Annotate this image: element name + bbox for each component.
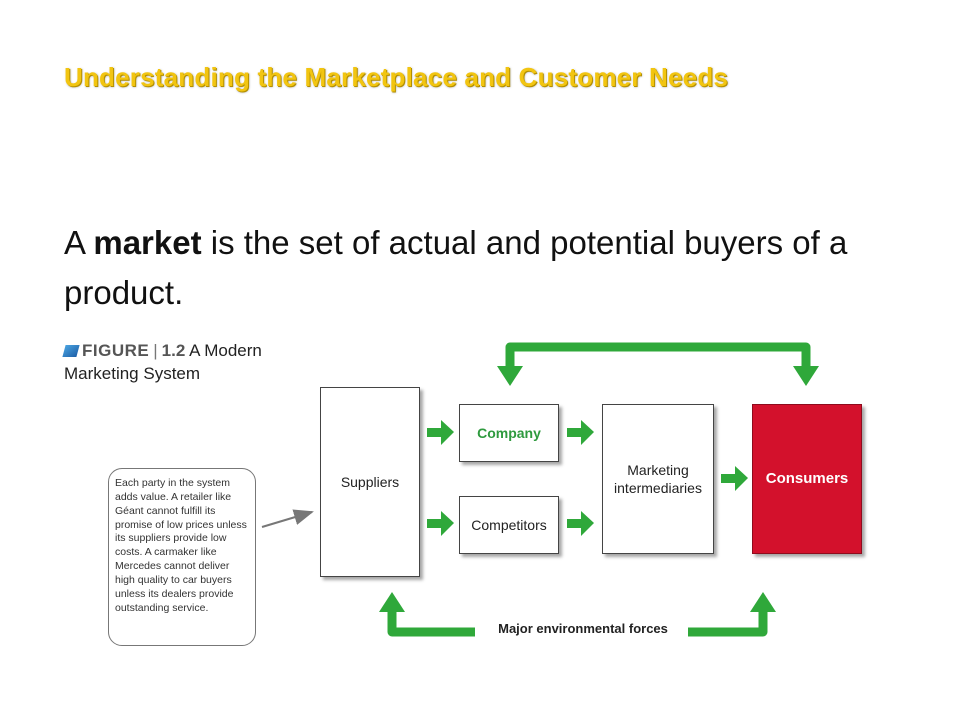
consumers-box: Consumers [752,404,862,554]
company-box: Company [459,404,559,462]
definition-rest: is the set of actual and potential buyer… [64,224,848,311]
top-feedback-arrow [505,342,811,372]
flow-arrow-intermediaries-consumers [721,466,748,491]
figure-word: FIGURE [82,341,150,360]
flow-arrow-company-intermediaries [567,420,594,445]
top-arrowhead-consumers [793,366,819,386]
figure-title-line2: Marketing System [64,363,201,383]
market-definition: A market is the set of actual and potent… [64,218,884,317]
definition-lead: A [64,224,94,261]
marketing-intermediaries-box: Marketing intermediaries [602,404,714,554]
bottom-forces-arrow [387,608,768,637]
value-note: Each party in the system adds value. A r… [108,468,256,646]
suppliers-box: Suppliers [320,387,420,577]
definition-term: market [93,224,202,261]
bottom-arrowhead-suppliers [379,592,405,612]
figure-label: FIGURE|1.2 A Modern Marketing System [62,340,262,386]
environmental-forces-label: Major environmental forces [498,621,668,636]
flow-arrow-suppliers-company [427,420,454,445]
slide-title: Understanding the Marketplace and Custom… [64,62,729,92]
figure-separator: | [153,341,158,360]
top-arrowhead-company [497,366,523,386]
figure-number: 1.2 [161,341,186,360]
figure-title-line1: A Modern [189,341,262,360]
bottom-arrowhead-consumers [750,592,776,612]
flow-arrow-competitors-intermediaries [567,511,594,536]
competitors-box: Competitors [459,496,559,554]
flow-arrow-suppliers-competitors [427,511,454,536]
note-pointer-arrow [261,509,314,528]
